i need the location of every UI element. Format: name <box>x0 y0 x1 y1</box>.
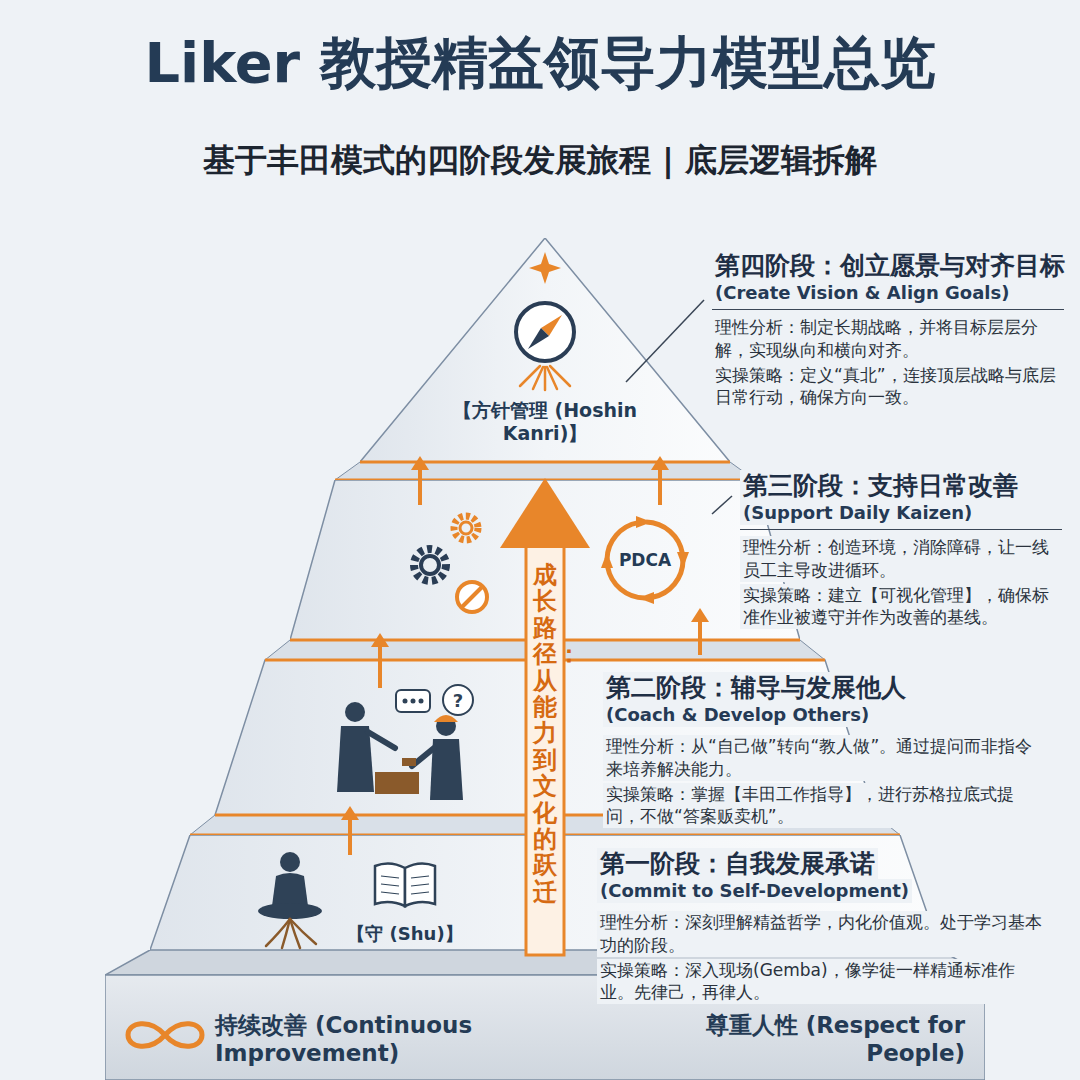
growth-path-text: 成长路径：从能力到文化的跃迁 <box>533 562 557 905</box>
stage-description: 第二阶段：辅导与发展他人(Coach & Develop Others) 理性分析… <box>603 672 1050 830</box>
leader-line <box>626 300 704 382</box>
infinity-icon <box>128 1024 202 1047</box>
question-bubble <box>443 685 473 715</box>
stage-subtitle: (Commit to Self-Development) <box>597 879 912 902</box>
stage-note: 实操策略：掌握【丰田工作指导】，进行苏格拉底式提问，不做“答案贩卖机”。 <box>603 783 1050 829</box>
tier-label: 【方针管理 (Hoshin Kanri)】 <box>440 399 650 447</box>
stage-note: 实操策略：建立【可视化管理】，确保标准作业被遵守并作为改善的基线。 <box>740 584 1062 630</box>
stage-body: 理性分析：深刻理解精益哲学，内化价值观。处于学习基本功的阶段。实操策略：深入现场… <box>597 907 1050 1007</box>
gear-icon <box>414 549 446 581</box>
speech-bubble <box>396 690 430 712</box>
no-sign-bar <box>462 587 482 607</box>
stage-subtitle: (Support Daily Kaizen) <box>740 501 975 524</box>
stage-heading: 第四阶段：创立愿景与对齐目标 <box>712 250 1064 281</box>
stage-description: 第四阶段：创立愿景与对齐目标(Create Vision & Align Goa… <box>712 250 1064 411</box>
stage-subtitle: (Coach & Develop Others) <box>603 703 872 726</box>
cycle-arrowhead <box>677 552 689 568</box>
growth-arrow-shaft <box>526 540 564 955</box>
stage-description: 第三阶段：支持日常改善(Support Daily Kaizen) 理性分析：创造… <box>740 470 1062 631</box>
fan-arrows <box>520 366 570 390</box>
star-icon <box>529 252 561 284</box>
tier-label: 持续改善 (Continuous Improvement) <box>215 1012 535 1067</box>
tier-label: 尊重人性 (Respect for People) <box>665 1012 965 1067</box>
stage-heading: 第一阶段：自我发展承诺 <box>597 848 878 879</box>
bubble-dots <box>403 699 424 704</box>
stage-heading: 第三阶段：支持日常改善 <box>740 470 1021 501</box>
tier-label: PDCA <box>619 550 671 570</box>
compass-icon <box>516 303 574 361</box>
stage-note: 理性分析：从“自己做”转向“教人做”。通过提问而非指令来培养解决能力。 <box>603 735 1050 781</box>
stage-description: 第一阶段：自我发展承诺(Commit to Self-Development) 理… <box>597 848 1050 1006</box>
compass-needle <box>528 328 549 349</box>
gear-hub <box>421 556 439 574</box>
stage-note: 理性分析：深刻理解精益哲学，内化价值观。处于学习基本功的阶段。 <box>597 911 1050 957</box>
tier-shape <box>360 238 730 462</box>
title: Liker 教授精益领导力模型总览 <box>0 26 1080 102</box>
stage-note: 实操策略：定义“真北”，连接顶层战略与底层日常行动，确保方向一致。 <box>712 364 1064 410</box>
book-icon <box>375 863 435 906</box>
growth-arrow-head <box>500 478 590 548</box>
pdca-cycle <box>607 522 683 598</box>
stage-body: 理性分析：创造环境，消除障碍，让一线员工主导改进循环。实操策略：建立【可视化管理… <box>740 529 1062 632</box>
leader-line <box>712 496 732 514</box>
gear-hub <box>460 522 472 534</box>
roots <box>266 919 316 948</box>
cycle-arrowhead <box>638 592 654 604</box>
gear-icon <box>454 516 478 540</box>
no-sign-icon <box>457 582 487 612</box>
stage-note: 实操策略：深入现场(Gemba)，像学徒一样精通标准作业。先律己，再律人。 <box>597 959 1050 1005</box>
stage-body: 理性分析：从“自己做”转向“教人做”。通过提问而非指令来培养解决能力。实操策略：… <box>603 731 1050 831</box>
question-mark: ? <box>453 690 463 711</box>
cycle-arrowhead <box>601 552 613 568</box>
stage-body: 理性分析：制定长期战略，并将目标层层分解，实现纵向和横向对齐。实操策略：定义“真… <box>712 309 1064 412</box>
stage-note: 理性分析：制定长期战略，并将目标层层分解，实现纵向和横向对齐。 <box>712 316 1064 362</box>
book-lines <box>381 876 429 894</box>
ledge <box>335 462 755 480</box>
stage-subtitle: (Create Vision & Align Goals) <box>712 281 1012 304</box>
cycle-arrowhead <box>636 516 652 528</box>
workbench <box>375 772 419 794</box>
tier-label: 【守 (Shu)】 <box>347 922 462 946</box>
stage-heading: 第二阶段：辅导与发展他人 <box>603 672 909 703</box>
stage-note: 理性分析：创造环境，消除障碍，让一线员工主导改进循环。 <box>740 536 1062 582</box>
meditating-figure <box>258 852 322 919</box>
subtitle: 基于丰田模式的四阶段发展旅程 | 底层逻辑拆解 <box>0 140 1080 182</box>
